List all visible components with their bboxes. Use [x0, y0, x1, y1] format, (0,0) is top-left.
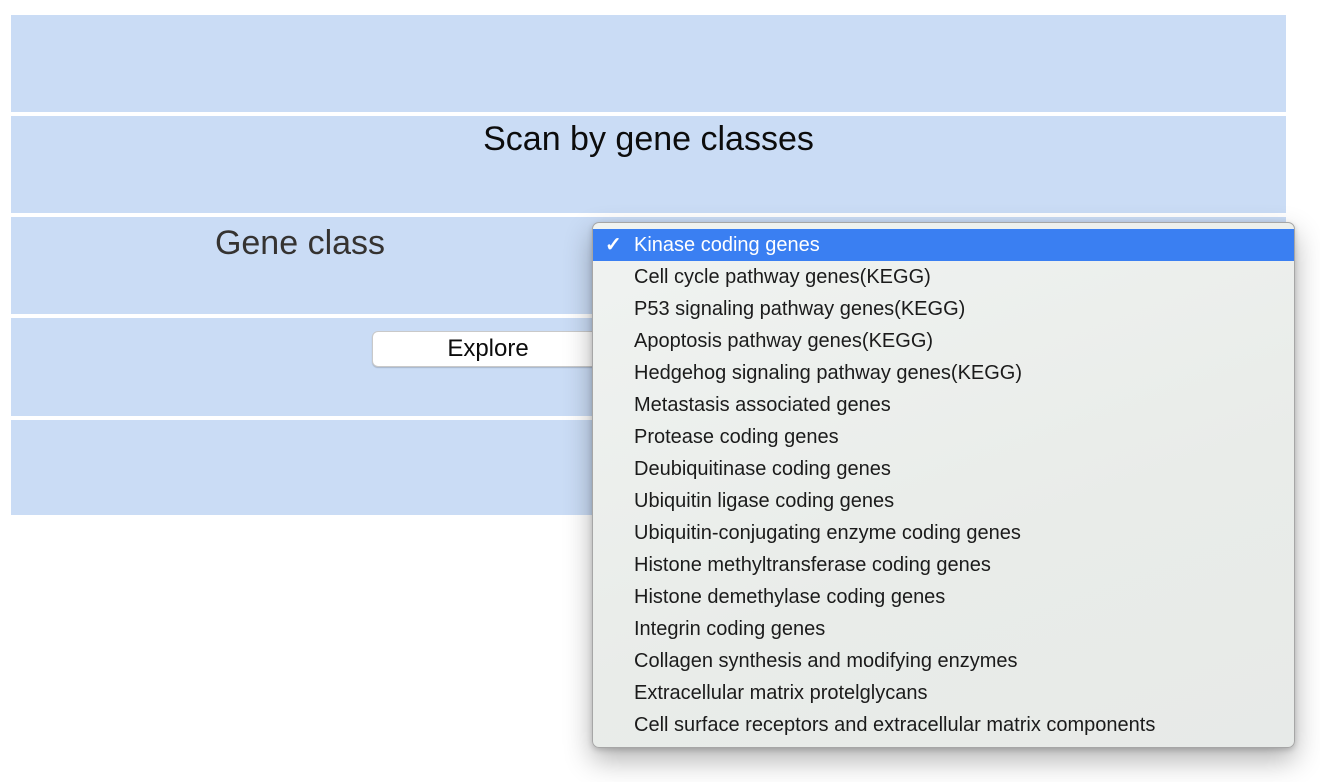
dropdown-option[interactable]: Deubiquitinase coding genes [593, 453, 1294, 485]
table-row-title: Scan by gene classes [11, 116, 1286, 213]
dropdown-option[interactable]: Cell surface receptors and extracellular… [593, 709, 1294, 741]
dropdown-option-label: Kinase coding genes [634, 234, 820, 256]
dropdown-option[interactable]: ✓ Kinase coding genes [593, 229, 1294, 261]
dropdown-option-label: Hedgehog signaling pathway genes(KEGG) [634, 362, 1023, 384]
dropdown-option[interactable]: Ubiquitin ligase coding genes [593, 485, 1294, 517]
gene-class-label: Gene class [214, 224, 386, 262]
dropdown-option-label: Ubiquitin ligase coding genes [634, 490, 895, 512]
explore-button[interactable]: Explore [372, 331, 604, 367]
dropdown-option-label: Apoptosis pathway genes(KEGG) [634, 330, 934, 352]
dropdown-option-label: Integrin coding genes [634, 618, 826, 640]
dropdown-option-label: Extracellular matrix protelglycans [634, 682, 928, 704]
dropdown-option[interactable]: Hedgehog signaling pathway genes(KEGG) [593, 357, 1294, 389]
dropdown-option-label: Ubiquitin-conjugating enzyme coding gene… [634, 522, 1021, 544]
dropdown-option[interactable]: Integrin coding genes [593, 613, 1294, 645]
dropdown-option-label: Histone demethylase coding genes [634, 586, 946, 608]
dropdown-option-label: Protease coding genes [634, 426, 839, 448]
dropdown-option[interactable]: Apoptosis pathway genes(KEGG) [593, 325, 1294, 357]
dropdown-option[interactable]: Collagen synthesis and modifying enzymes [593, 645, 1294, 677]
dropdown-option-label: Cell cycle pathway genes(KEGG) [634, 266, 931, 288]
dropdown-option[interactable]: Ubiquitin-conjugating enzyme coding gene… [593, 517, 1294, 549]
dropdown-option-label: Cell surface receptors and extracellular… [634, 714, 1156, 736]
dropdown-option[interactable]: Histone methyltransferase coding genes [593, 549, 1294, 581]
page-title: Scan by gene classes [483, 120, 814, 158]
dropdown-option[interactable]: Metastasis associated genes [593, 389, 1294, 421]
dropdown-option-label: Histone methyltransferase coding genes [634, 554, 991, 576]
dropdown-option[interactable]: Extracellular matrix protelglycans [593, 677, 1294, 709]
dropdown-option[interactable]: Histone demethylase coding genes [593, 581, 1294, 613]
dropdown-option-label: Deubiquitinase coding genes [634, 458, 891, 480]
table-row-empty-top [11, 15, 1286, 112]
dropdown-option-label: P53 signaling pathway genes(KEGG) [634, 298, 966, 320]
dropdown-option[interactable]: Cell cycle pathway genes(KEGG) [593, 261, 1294, 293]
check-icon: ✓ [605, 234, 622, 256]
dropdown-option[interactable]: P53 signaling pathway genes(KEGG) [593, 293, 1294, 325]
dropdown-option[interactable]: Protease coding genes [593, 421, 1294, 453]
dropdown-option-label: Collagen synthesis and modifying enzymes [634, 650, 1018, 672]
dropdown-option-label: Metastasis associated genes [634, 394, 891, 416]
